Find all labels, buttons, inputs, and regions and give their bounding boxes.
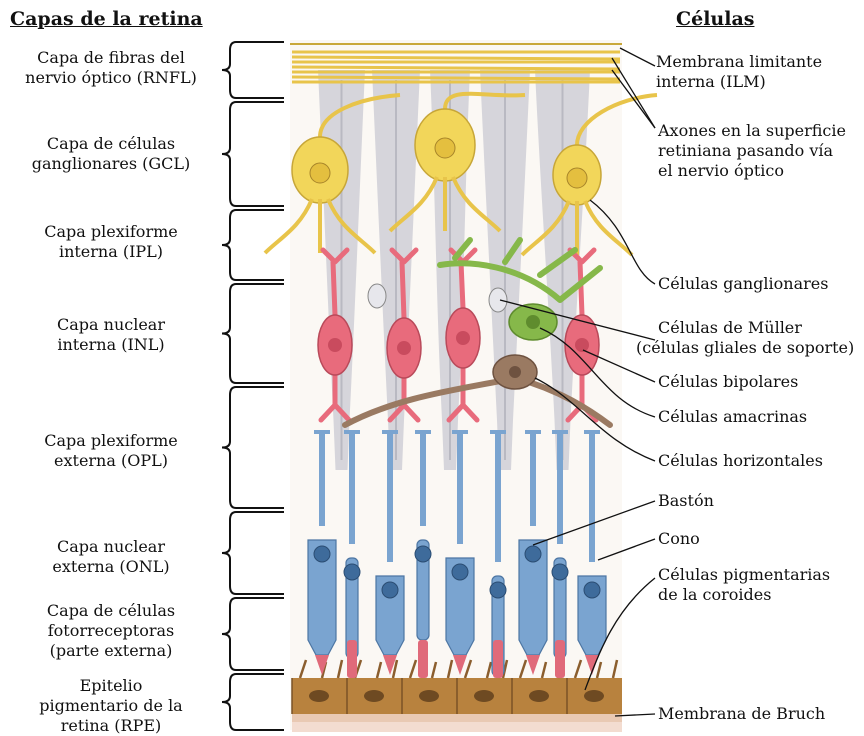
rpe-nucleus (364, 690, 384, 702)
cells-heading: Células (676, 8, 754, 30)
muller-nucleus (368, 284, 386, 308)
bipolar-nucleus (328, 338, 342, 352)
bracket-photoreceptor (222, 598, 284, 670)
nerve-fiber-axon (292, 77, 620, 79)
bracket-onl (222, 512, 284, 594)
rpe-nucleus (584, 690, 604, 702)
ganglion-nucleus (567, 168, 587, 188)
bracket-inl (222, 284, 284, 383)
muller-nucleus (489, 288, 507, 312)
photoreceptor-nucleus (584, 582, 600, 598)
nerve-fiber-axon (292, 67, 620, 69)
bracket-rnfl (222, 42, 284, 98)
nerve-fiber-axon (292, 57, 620, 59)
cell-label-horizontal: Células horizontales (658, 451, 823, 471)
horizontal-nucleus (509, 366, 521, 378)
layer-brackets (222, 42, 284, 730)
cell-label-amacrine: Células amacrinas (658, 407, 807, 427)
ganglion-nucleus (435, 138, 455, 158)
rod-outer-segment (493, 640, 503, 678)
bracket-opl (222, 387, 284, 508)
rod-outer-segment (555, 640, 565, 678)
photoreceptor-nucleus (525, 546, 541, 562)
rpe-nucleus (309, 690, 329, 702)
photoreceptor-nucleus (344, 564, 360, 580)
photoreceptor-nucleus (382, 582, 398, 598)
cell-label-cone: Cono (658, 529, 700, 549)
bipolar-nucleus (575, 338, 589, 352)
cell-label-bipolar: Células bipolares (658, 372, 798, 392)
bracket-rpe (222, 674, 284, 730)
amacrine-nucleus (526, 315, 540, 329)
rod-outer-segment (418, 640, 428, 678)
rpe-nucleus (419, 690, 439, 702)
rod-outer-segment (347, 640, 357, 678)
leader-ilm (620, 48, 655, 66)
cell-label-muller: Células de Müller(células gliales de sop… (636, 318, 854, 358)
ganglion-nucleus (310, 163, 330, 183)
bruch-membrane (292, 714, 622, 722)
cell-label-ganglion: Células ganglionares (658, 274, 828, 294)
cell-label-rod: Bastón (658, 491, 714, 511)
layers-heading: Capas de la retina (10, 8, 203, 30)
bracket-gcl (222, 102, 284, 206)
photoreceptor-nucleus (452, 564, 468, 580)
photoreceptor-nucleus (415, 546, 431, 562)
photoreceptor-nucleus (552, 564, 568, 580)
cell-label-bruch: Membrana de Bruch (658, 704, 825, 724)
bipolar-nucleus (397, 341, 411, 355)
bipolar-nucleus (456, 331, 470, 345)
rpe-nucleus (529, 690, 549, 702)
photoreceptor-nucleus (314, 546, 330, 562)
rpe-nucleus (474, 690, 494, 702)
photoreceptor-nucleus (490, 582, 506, 598)
choroid-edge (292, 722, 622, 732)
